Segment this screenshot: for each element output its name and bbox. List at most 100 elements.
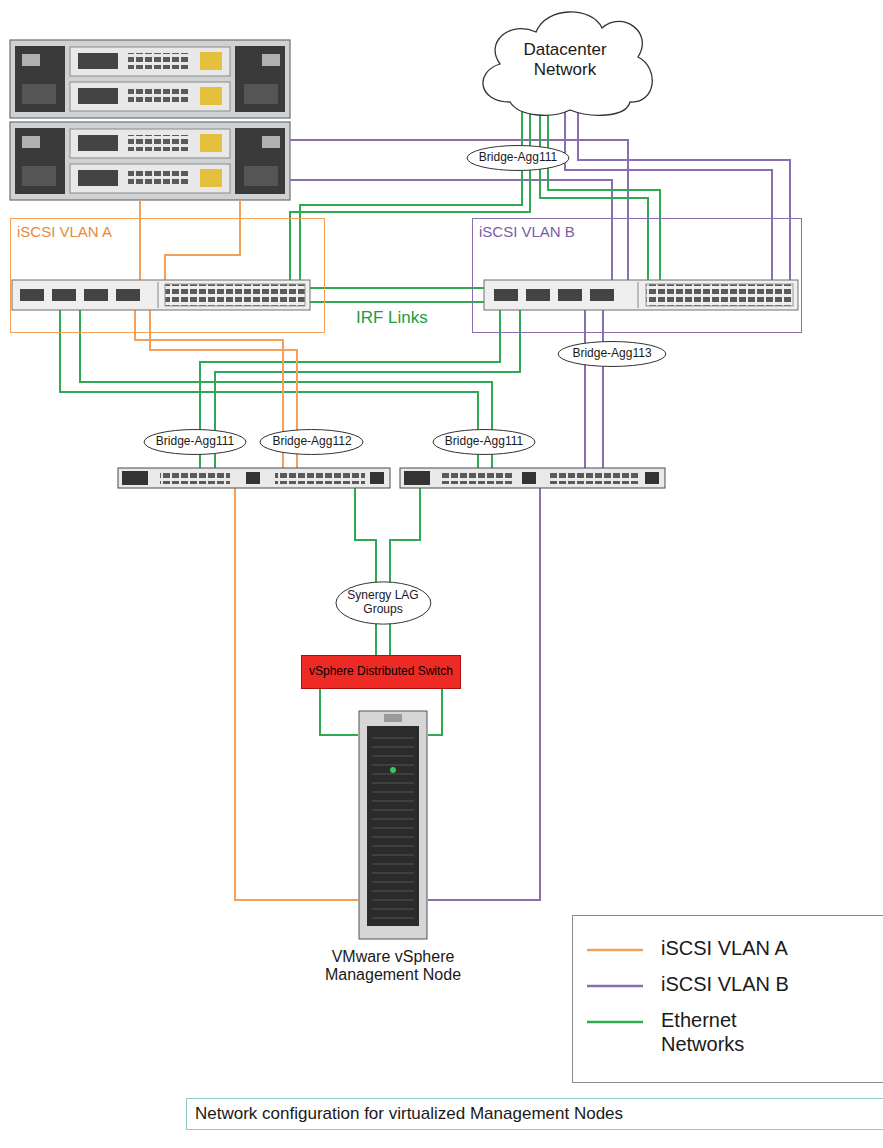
network-wire — [165, 200, 240, 280]
server-grill — [372, 792, 414, 793]
lag-ellipse: Bridge-Agg111 — [432, 429, 536, 455]
network-wire — [565, 108, 772, 280]
lag-ellipse: Bridge-Agg113 — [557, 341, 667, 367]
switch-ports — [646, 284, 793, 306]
switch-port — [84, 289, 108, 301]
ellipse-shape — [558, 342, 666, 367]
ellipse-shape — [467, 146, 569, 171]
switch-port — [526, 289, 550, 301]
server-grill — [372, 828, 414, 829]
server-grill — [372, 801, 414, 802]
network-wire — [584, 310, 586, 468]
server-grill — [372, 846, 414, 847]
switch-ports — [165, 284, 305, 306]
server-grill — [372, 747, 414, 748]
network-wire — [139, 200, 141, 280]
server-grill — [372, 864, 414, 865]
legend-row: iSCSI VLAN A — [587, 936, 873, 960]
lag-ellipse: Bridge-Agg111 — [466, 145, 570, 171]
switch-port — [494, 289, 518, 301]
node-label: Synergy LAG Groups — [347, 589, 419, 617]
switch-port — [590, 289, 614, 301]
legend-text: Ethernet Networks — [661, 1008, 801, 1056]
storage-unit — [10, 40, 290, 118]
interconnect-port — [370, 472, 384, 484]
server-grill — [372, 756, 414, 757]
vlan-region: iSCSI VLAN A — [10, 218, 325, 333]
node-label: Bridge-Agg111 — [479, 151, 557, 165]
switch-box: vSphere Distributed Switch — [301, 655, 461, 689]
network-wire — [602, 310, 604, 468]
server-illustration — [358, 710, 428, 940]
server-grill — [372, 900, 414, 901]
interconnect-port — [645, 472, 659, 484]
server-grill — [372, 909, 414, 910]
interconnect-ports — [442, 472, 512, 484]
switch-port — [116, 289, 140, 301]
legend-sample — [587, 947, 643, 953]
server-grill — [372, 765, 414, 766]
server-grill — [372, 891, 414, 892]
interconnect-right — [400, 468, 665, 488]
ethernet-link — [428, 689, 442, 735]
switch-port — [558, 289, 582, 301]
server-grill — [372, 918, 414, 919]
legend-text: iSCSI VLAN A — [661, 936, 801, 960]
legend-box: iSCSI VLAN A iSCSI VLAN B Ethernet Network… — [572, 915, 883, 1083]
server-grill — [372, 783, 414, 784]
storage-unit — [10, 122, 290, 200]
server-grill — [372, 837, 414, 838]
network-wire — [428, 488, 540, 900]
node-label: Bridge-Agg111 — [445, 435, 523, 449]
ellipse-shape — [144, 430, 246, 455]
vlan-region: iSCSI VLAN B — [472, 218, 802, 333]
server-grill — [372, 738, 414, 739]
interconnect-body — [118, 468, 390, 488]
node-caption: VMware vSphere Management Node — [318, 948, 468, 985]
network-wire — [299, 218, 301, 280]
ethernet-link — [325, 287, 472, 289]
interconnect-logo — [122, 471, 148, 485]
switch-body — [484, 280, 798, 310]
server-handle — [384, 714, 402, 722]
switch-port — [52, 289, 76, 301]
switch-b — [484, 280, 798, 310]
legend-text: iSCSI VLAN B — [661, 972, 801, 996]
network-wire — [235, 488, 358, 900]
ellipse-shape — [433, 430, 535, 455]
node-label: Bridge-Agg113 — [572, 347, 651, 361]
switch-divider — [638, 282, 639, 308]
ethernet-link — [320, 689, 358, 735]
network-wire — [80, 310, 492, 468]
switch-divider — [158, 282, 159, 308]
switch-body — [12, 280, 310, 310]
network-wire — [390, 488, 420, 655]
node-label: Bridge-Agg112 — [272, 435, 351, 449]
server-body — [359, 711, 427, 939]
network-wire — [310, 301, 484, 303]
switch-port — [20, 289, 44, 301]
server-node: VMware vSphere Management Node — [358, 710, 428, 940]
legend-row: Ethernet Networks — [587, 1008, 873, 1056]
server-grill — [372, 873, 414, 874]
lag-ellipse: Bridge-Agg112 — [259, 429, 364, 455]
server-grill — [372, 882, 414, 883]
network-wire — [290, 180, 612, 280]
interconnect-logo — [404, 471, 430, 485]
network-wire — [647, 218, 649, 280]
server-grill — [372, 810, 414, 811]
server-grill — [372, 819, 414, 820]
node-label: vSphere Distributed Switch — [309, 665, 453, 679]
node-label: Bridge-Agg111 — [156, 435, 234, 449]
interconnect-port — [522, 472, 536, 484]
server-grill — [372, 855, 414, 856]
interconnect-ports — [275, 472, 365, 484]
interconnect-ports — [160, 472, 230, 484]
ellipse-shape — [336, 582, 431, 624]
legend-sample — [587, 983, 643, 989]
node-label: Datacenter Network — [515, 40, 615, 79]
legend-line — [587, 1021, 643, 1024]
server-grill — [372, 774, 414, 775]
legend-sample — [587, 1019, 643, 1025]
network-wire — [472, 287, 484, 289]
